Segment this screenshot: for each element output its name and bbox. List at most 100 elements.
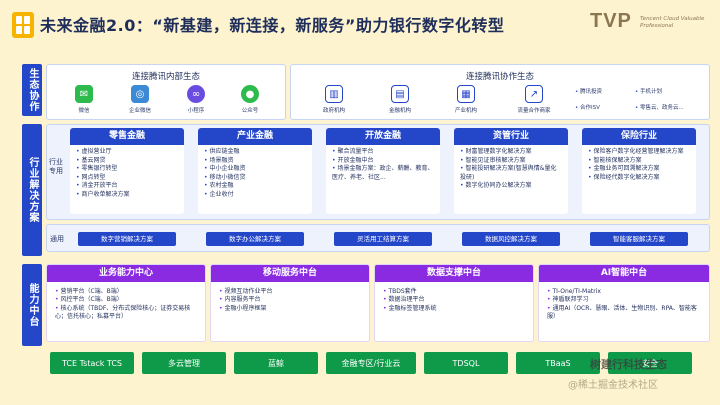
mini-program-icon: ∞ [187, 85, 205, 103]
general-solution-pill: 数据风控解决方案 [462, 232, 560, 246]
column-body: 虚拟营业厅 基云网贷 零售银行转型 网点转型 消金开放平台 商户收单解决方案 [70, 145, 184, 203]
industry-specific-label: 行业专用 [49, 158, 63, 175]
infra-block-multicloud: 多云管理 [142, 352, 226, 374]
eco-item-industry: ▦ 产业机构 [443, 85, 489, 114]
general-solution-pill: 灵活用工结算方案 [334, 232, 432, 246]
list-item: 视频互动作业平台 [219, 288, 361, 296]
industry-column-open-finance: 开放金融 聚合流量平台 开放金融中台 场景金融方案：政企、薪酬、教育、医疗、养老… [326, 128, 440, 214]
eco-list-b-item: • 手机计划 [635, 89, 663, 95]
general-solution-pill: 智能客服解决方案 [590, 232, 688, 246]
external-ecosystem-panel: 连接腾讯协作生态 ▥ 政府机构 ▤ 金融机构 ▦ 产业机构 ↗ 流量合作商家 •… [290, 64, 710, 120]
eco-item-wechat: ✉ 微信 [61, 85, 107, 114]
list-item: 智能核保解决方案 [588, 157, 690, 166]
list-item: 内容服务平台 [219, 296, 361, 304]
infra-block-finance-cloud: 金融专区/行业云 [326, 352, 416, 374]
column-body: 财富管理数字化解决方案 智能见证审核解决方案 智能投研解决方案(智慧舆情&量化投… [454, 145, 568, 194]
list-item: 开放金融中台 [332, 157, 434, 166]
capability-body: TI-One/TI-Matrix 神盾联邦学习 通用AI（OCR、慧眼、活体、生… [539, 282, 709, 328]
side-label-capability: 能力中台 [22, 264, 42, 346]
column-title: 零售金融 [70, 128, 184, 145]
list-item: TI-One/TI-Matrix [547, 288, 701, 296]
industry-column-asset-management: 资管行业 财富管理数字化解决方案 智能见证审核解决方案 智能投研解决方案(智慧舆… [454, 128, 568, 214]
general-solution-pill: 数字办公解决方案 [206, 232, 304, 246]
list-item: 商户收单解决方案 [76, 191, 178, 200]
capability-title: 业务能力中心 [47, 265, 205, 282]
list-item: 智能投研解决方案(智慧舆情&量化投研) [460, 165, 562, 182]
column-title: 资管行业 [454, 128, 568, 145]
eco-list-b-item: • 零售云、政务云... [635, 105, 684, 111]
eco-item-traffic-partner: ↗ 流量合作商家 [511, 85, 557, 114]
eco-item-official-account: ● 公众号 [227, 85, 273, 114]
list-item: 金融业务可回溯解决方案 [588, 165, 690, 174]
list-item: 企业收付 [204, 191, 306, 200]
list-item: 虚拟营业厅 [76, 148, 178, 157]
industry-column-insurance: 保险行业 保险客户数字化经营管理解决方案 智能核保解决方案 金融业务可回溯解决方… [582, 128, 696, 214]
official-account-icon: ● [241, 85, 259, 103]
capability-title: 数据支撑中台 [375, 265, 533, 282]
brand-watermark: 树建行科技生态 [590, 358, 667, 371]
industry-column-retail: 零售金融 虚拟营业厅 基云网贷 零售银行转型 网点转型 消金开放平台 商户收单解… [70, 128, 184, 214]
eco-item-government: ▥ 政府机构 [311, 85, 357, 114]
list-item: 金融小程序框架 [219, 305, 361, 313]
column-title: 保险行业 [582, 128, 696, 145]
slide-title: 未来金融2.0：“新基建，新连接，新服务”助力银行数字化转型 [40, 16, 505, 35]
list-item: 通用AI（OCR、慧眼、活体、生物识别、RPA、智能客服） [547, 305, 701, 322]
side-label-industry: 行业解决方案 [22, 124, 42, 256]
list-item: 零售银行转型 [76, 165, 178, 174]
industry-icon: ▦ [457, 85, 475, 103]
watermark: @稀土掘金技术社区 [568, 380, 658, 391]
wechat-icon: ✉ [75, 85, 93, 103]
eco-label: 企业微信 [128, 108, 151, 114]
eco-label: 政府机构 [322, 108, 345, 114]
capability-body: 营销平台（C端、B端） 风控平台（C端、B端） 核心系统（TBDF、分布式保险核… [47, 282, 205, 328]
eco-label: 小程序 [187, 108, 205, 114]
side-label-ecosystem: 生态协作 [22, 64, 42, 116]
wecom-icon: ◎ [131, 85, 149, 103]
eco-label: 金融机构 [388, 108, 411, 114]
capability-ai-center: AI智能中台 TI-One/TI-Matrix 神盾联邦学习 通用AI（OCR、… [538, 264, 710, 342]
list-item: 金融标签管理系统 [383, 305, 525, 313]
eco-item-bank: ▤ 金融机构 [377, 85, 423, 114]
chart-icon: ↗ [525, 85, 543, 103]
list-item: 数字化协同办公解决方案 [460, 182, 562, 191]
internal-ecosystem-panel: 连接腾讯内部生态 ✉ 微信 ◎ 企业微信 ∞ 小程序 ● 公众号 [46, 64, 286, 120]
eco-item-mini-program: ∞ 小程序 [173, 85, 219, 114]
eco-label: 微信 [78, 108, 90, 114]
tvp-brand: TVP [590, 10, 632, 32]
list-item: 智能见证审核解决方案 [460, 157, 562, 166]
eco-label: 产业机构 [454, 108, 477, 114]
list-item: 消金开放平台 [76, 182, 178, 191]
capability-body: TBDS套件 数据治理平台 金融标签管理系统 [375, 282, 533, 319]
eco-label: 公众号 [241, 108, 259, 114]
eco-list-a-item: • 腾讯投资 [575, 89, 603, 95]
capability-data-center: 数据支撑中台 TBDS套件 数据治理平台 金融标签管理系统 [374, 264, 534, 342]
eco-label: 流量合作商家 [517, 108, 551, 114]
list-item: 财富管理数字化解决方案 [460, 148, 562, 157]
list-item: 聚合流量平台 [332, 148, 434, 157]
list-item: 神盾联邦学习 [547, 296, 701, 304]
list-item: 场景金融方案：政企、薪酬、教育、医疗、养老、社区... [332, 165, 434, 182]
list-item: 基云网贷 [76, 157, 178, 166]
list-item: 数据治理平台 [383, 296, 525, 304]
infra-block-tdsql: TDSQL [424, 352, 508, 374]
list-item: 中小企业融资 [204, 165, 306, 174]
column-title: 产业金融 [198, 128, 312, 145]
eco-list-a-item: • 合作ISV [575, 105, 600, 111]
list-item: 场景融资 [204, 157, 306, 166]
column-body: 供应链金融 场景融资 中小企业融资 移动小微信贷 农村金融 企业收付 [198, 145, 312, 203]
general-label: 通用 [50, 235, 64, 243]
eco-item-wecom: ◎ 企业微信 [117, 85, 163, 114]
external-ecosystem-title: 连接腾讯协作生态 [465, 72, 534, 82]
list-item: 供应链金融 [204, 148, 306, 157]
bank-icon: ▤ [391, 85, 409, 103]
industry-column-industrial: 产业金融 供应链金融 场景融资 中小企业融资 移动小微信贷 农村金融 企业收付 [198, 128, 312, 214]
capability-title: 移动服务中台 [211, 265, 369, 282]
infra-block-tce: TCE Tstack TCS [50, 352, 134, 374]
government-icon: ▥ [325, 85, 343, 103]
list-item: 保险客户数字化经营管理解决方案 [588, 148, 690, 157]
list-item: 营销平台（C端、B端） [55, 288, 197, 296]
list-item: TBDS套件 [383, 288, 525, 296]
list-item: 风控平台（C端、B端） [55, 296, 197, 304]
column-body: 保险客户数字化经营管理解决方案 智能核保解决方案 金融业务可回溯解决方案 保险经… [582, 145, 696, 185]
column-body: 聚合流量平台 开放金融中台 场景金融方案：政企、薪酬、教育、医疗、养老、社区..… [326, 145, 440, 185]
